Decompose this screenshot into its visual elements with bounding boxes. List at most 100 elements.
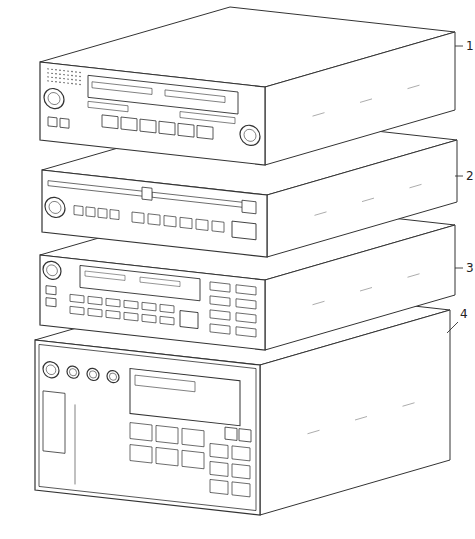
panel-button [180,217,192,228]
grille-hole [67,70,68,72]
side-mark [315,212,327,216]
panel-button [88,101,128,111]
panel-button [225,427,237,440]
side-mark [408,274,420,278]
side-mark [362,198,374,202]
grille-hole [71,83,72,85]
callout-number: 3 [466,262,474,274]
panel-button [148,214,160,225]
knob-ring [48,92,60,105]
panel-button [43,391,65,453]
panel-button [232,221,256,240]
control-knob [43,260,61,280]
front-panel [42,170,267,257]
side-mark [355,417,367,421]
control-knob [45,196,65,218]
grille-hole [63,74,64,76]
callout-number: 4 [460,308,468,320]
grille-hole [75,71,76,73]
panel-button [86,207,95,217]
panel-button [46,286,56,295]
grille-hole [51,77,52,79]
panel-button [232,482,250,497]
panel-button [196,219,208,230]
panel-button [182,428,204,446]
knob-ring [89,370,96,378]
grille-hole [79,76,80,78]
panel-button [124,300,138,309]
grille-hole [71,79,72,81]
panel-button [210,479,228,494]
panel-button [132,212,144,223]
side-mark [408,85,420,89]
panel-button [130,369,240,426]
panel-button [242,200,256,214]
front-details [45,176,256,239]
panel-button [239,429,251,442]
panel-button [60,118,69,128]
panel-button [70,294,84,303]
leader-line [455,176,463,177]
panel-button [121,117,137,131]
grille-hole [79,84,80,86]
panel-button [142,187,152,200]
panel-button [236,285,256,295]
panel-button [160,316,174,325]
grille-hole [47,68,48,70]
panel-button [130,445,152,463]
grille-hole [55,73,56,75]
knob-ring [244,129,256,142]
panel-button [74,206,83,216]
side-mark [313,301,325,305]
panel-button [124,312,138,321]
knob-ring [49,201,61,214]
grille-hole [55,77,56,79]
grille-hole [59,81,60,83]
grille-hole [51,81,52,83]
side-mark [313,113,325,117]
grille-hole [71,75,72,77]
panel-button [156,425,178,443]
radio-unit-1 [40,7,455,165]
panel-button [236,327,256,337]
panel-button [48,117,57,127]
grille-hole [51,69,52,71]
panel-button [142,314,156,323]
knob-ring [109,373,116,381]
grille-hole [67,74,68,76]
panel-button [88,75,238,114]
panel-button [197,125,213,139]
grille-hole [59,69,60,71]
panel-button [106,298,120,307]
panel-button [135,375,195,392]
panel-button [165,90,225,103]
panel-button [46,298,56,307]
callout-number: 1 [466,40,474,52]
panel-button [156,447,178,465]
front-details [43,260,256,337]
grille-hole [63,70,64,72]
grille-hole [75,75,76,77]
panel-button [140,277,180,286]
grille-hole [71,71,72,73]
panel-button [210,296,230,306]
panel-divider [75,404,76,484]
panel-button [142,302,156,311]
panel-button [140,119,156,133]
callout-number: 2 [466,170,474,182]
panel-button [80,265,200,300]
front-panel [40,62,265,165]
housing-side [265,32,455,165]
panel-button [180,311,198,329]
grille-hole [63,82,64,84]
leader-line [455,268,463,269]
panel-button [210,310,230,320]
control-knob [44,87,64,109]
panel-button [180,112,235,124]
panel-button [88,308,102,317]
knob-ring [46,364,56,375]
grille-hole [79,80,80,82]
side-mark [360,99,372,103]
